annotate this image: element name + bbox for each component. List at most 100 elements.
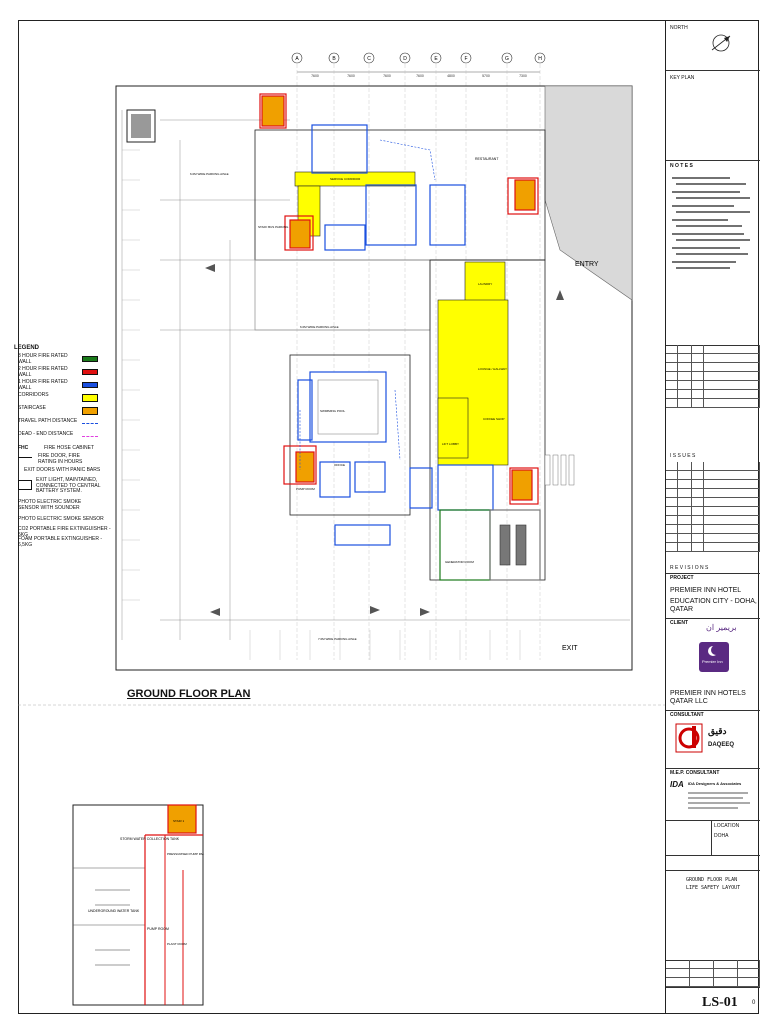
drawing-title-line1: GROUND FLOOR PLAN [686,877,738,883]
generator-label: GENERATOR ROOM [445,560,474,564]
laundry-label: LAUNDRY [478,282,492,286]
client-divider [666,618,760,619]
generator-equipment [499,524,527,566]
dim-de: 7600 [416,74,424,78]
parking-stall-lines [122,149,521,660]
legend-label: FIRE HOSE CABINET [44,445,95,451]
mep-details-lines [688,792,750,809]
coffee-shop-label: COFFEE SHOP [483,417,505,421]
issues-label: I S S U E S [670,453,696,459]
svg-text:C: C [367,56,371,62]
location-split [711,820,712,855]
ground-floor-plan-drawing: A B C D E F G H 7600 7600 7600 7600 4800… [18,52,665,1006]
travel-paths [299,139,436,470]
restaurant-label: RESTAURANT [475,157,499,161]
fhc-tag: FHC [18,445,29,451]
notes-label: N O T E S [670,163,693,169]
legend-label: STAIRCASE [18,405,46,411]
site-boundary [115,85,633,671]
legend-item-dead-end: DEAD - END DISTANCE [14,431,114,444]
grid-bubble-c: C [363,52,375,64]
drawing-title-divider-2 [666,870,760,871]
pump-room-label: PUMP ROOM [296,487,315,491]
mep-name: IDA Designers & Associates [688,781,742,786]
legend-item-1hr: 1 HOUR FIRE RATED WALL [14,379,114,392]
legend-label: CORRIDORS [18,392,49,398]
client-header: CLIENT [670,620,689,626]
mep-divider [666,768,760,769]
legend-label: 3 HOUR FIRE RATED WALL [18,353,68,365]
legend-item-co2: CO2 PORTABLE FIRE EXTINGUISHER - 5KG [14,526,114,538]
revisions-label: R E V I S I O N S [670,565,709,571]
dim-bc: 7600 [347,74,355,78]
drawing-number: LS-01 [702,995,738,1010]
traffic-arrows [205,264,564,616]
swimming-pool [309,371,387,443]
one-hour-walls [297,124,494,546]
revisions-divider [666,345,760,346]
north-label: NORTH [670,25,688,31]
legend-title: LEGEND [14,345,40,351]
svg-text:H: H [538,56,542,62]
parking-north-label: 6.0M WIDE PARKING AISLE [190,172,229,176]
parking-mid-label: 6.0M WIDE PARKING AISLE [300,325,339,329]
grid-bubble-b: B [328,52,340,64]
exit-light-icon [18,480,32,490]
service-corridor-label: SERVICE CORRIDOR [330,177,361,181]
staircases [261,95,536,501]
notes-divider [666,160,760,161]
svg-text:G: G [505,56,509,62]
legend-label: 2 HOUR FIRE RATED WALL [18,366,68,378]
dead-end-line [82,436,98,437]
exit-label: EXIT [562,645,578,652]
location-label: LOCATION [714,823,740,829]
legend-item-exit-doors: EXIT DOORS WITH PANIC BARS [14,466,114,478]
legend-item-corridors: CORRIDORS [14,392,114,405]
legend-item-2hr: 2 HOUR FIRE RATED WALL [14,366,114,379]
legend-item-fhc: FHC FIRE HOSE CABINET [14,444,114,454]
legend-item-fire-door: FIRE DOOR, FIRE RATING IN HOURS [14,453,114,466]
premier-inn-logo: Premier Inn [699,642,729,672]
consultant-divider [666,710,760,711]
dim-fg: 5700 [482,74,490,78]
moon-shadow [711,645,721,655]
drawing-title-line2: LIFE SAFETY LAYOUT [686,885,741,891]
corridors [294,171,509,466]
three-hour-walls [439,509,541,581]
grid-lines [296,64,541,660]
mep-header: M.E.P. CONSULTANT [670,770,720,776]
basement-stair [167,804,197,834]
pool-label: SWIMMING POOL [320,409,345,413]
drawing-title-divider [666,855,760,856]
storm-water-label: STORM WATER COLLECTION TANK [120,837,180,841]
zebra-crossing [544,454,575,486]
substation-fill [131,114,151,138]
svg-text:B: B [332,56,336,62]
svg-text:F: F [464,56,467,62]
service-corridor [294,171,416,187]
office-label: OFFICE [334,463,345,467]
legend-item-staircase: STAIRCASE [14,405,114,418]
brand-name: Premier Inn [702,659,723,664]
lounge-label: LOUNGE / HALLWAY [478,367,507,371]
legend-label: EXIT DOORS WITH PANIC BARS [24,467,101,473]
grid-bubble-f: F [460,52,472,64]
grid-line-bubbles: A B C D E F G H [291,52,546,64]
revision-number: 0 [752,1000,756,1006]
grid-bubble-e: E [430,52,442,64]
legend-label: 1 HOUR FIRE RATED WALL [18,379,68,391]
svg-text:E: E [434,56,438,62]
legend-item-foam: FOAM PORTABLE EXTINGUISHER - 6,5KG [14,536,114,548]
brand-arabic: بريمير ان [706,623,737,632]
legend-label: PHOTO ELECTRIC SMOKE SENSOR [18,516,104,522]
consultant-arabic: دقيق [708,726,727,736]
notes-text-lines [672,177,750,269]
consultant-name: DAQEEQ [708,742,735,748]
consultant-logo-icon [675,723,703,753]
project-header: PROJECT [670,575,694,581]
drawing-number-box [666,987,760,1015]
grid-bubble-a: A [291,52,303,64]
travel-path-line [82,423,98,424]
stair-label: STAIR 1 [173,819,184,823]
grid-dimensions: 7600 7600 7600 7600 4800 5700 7300 [297,71,540,78]
